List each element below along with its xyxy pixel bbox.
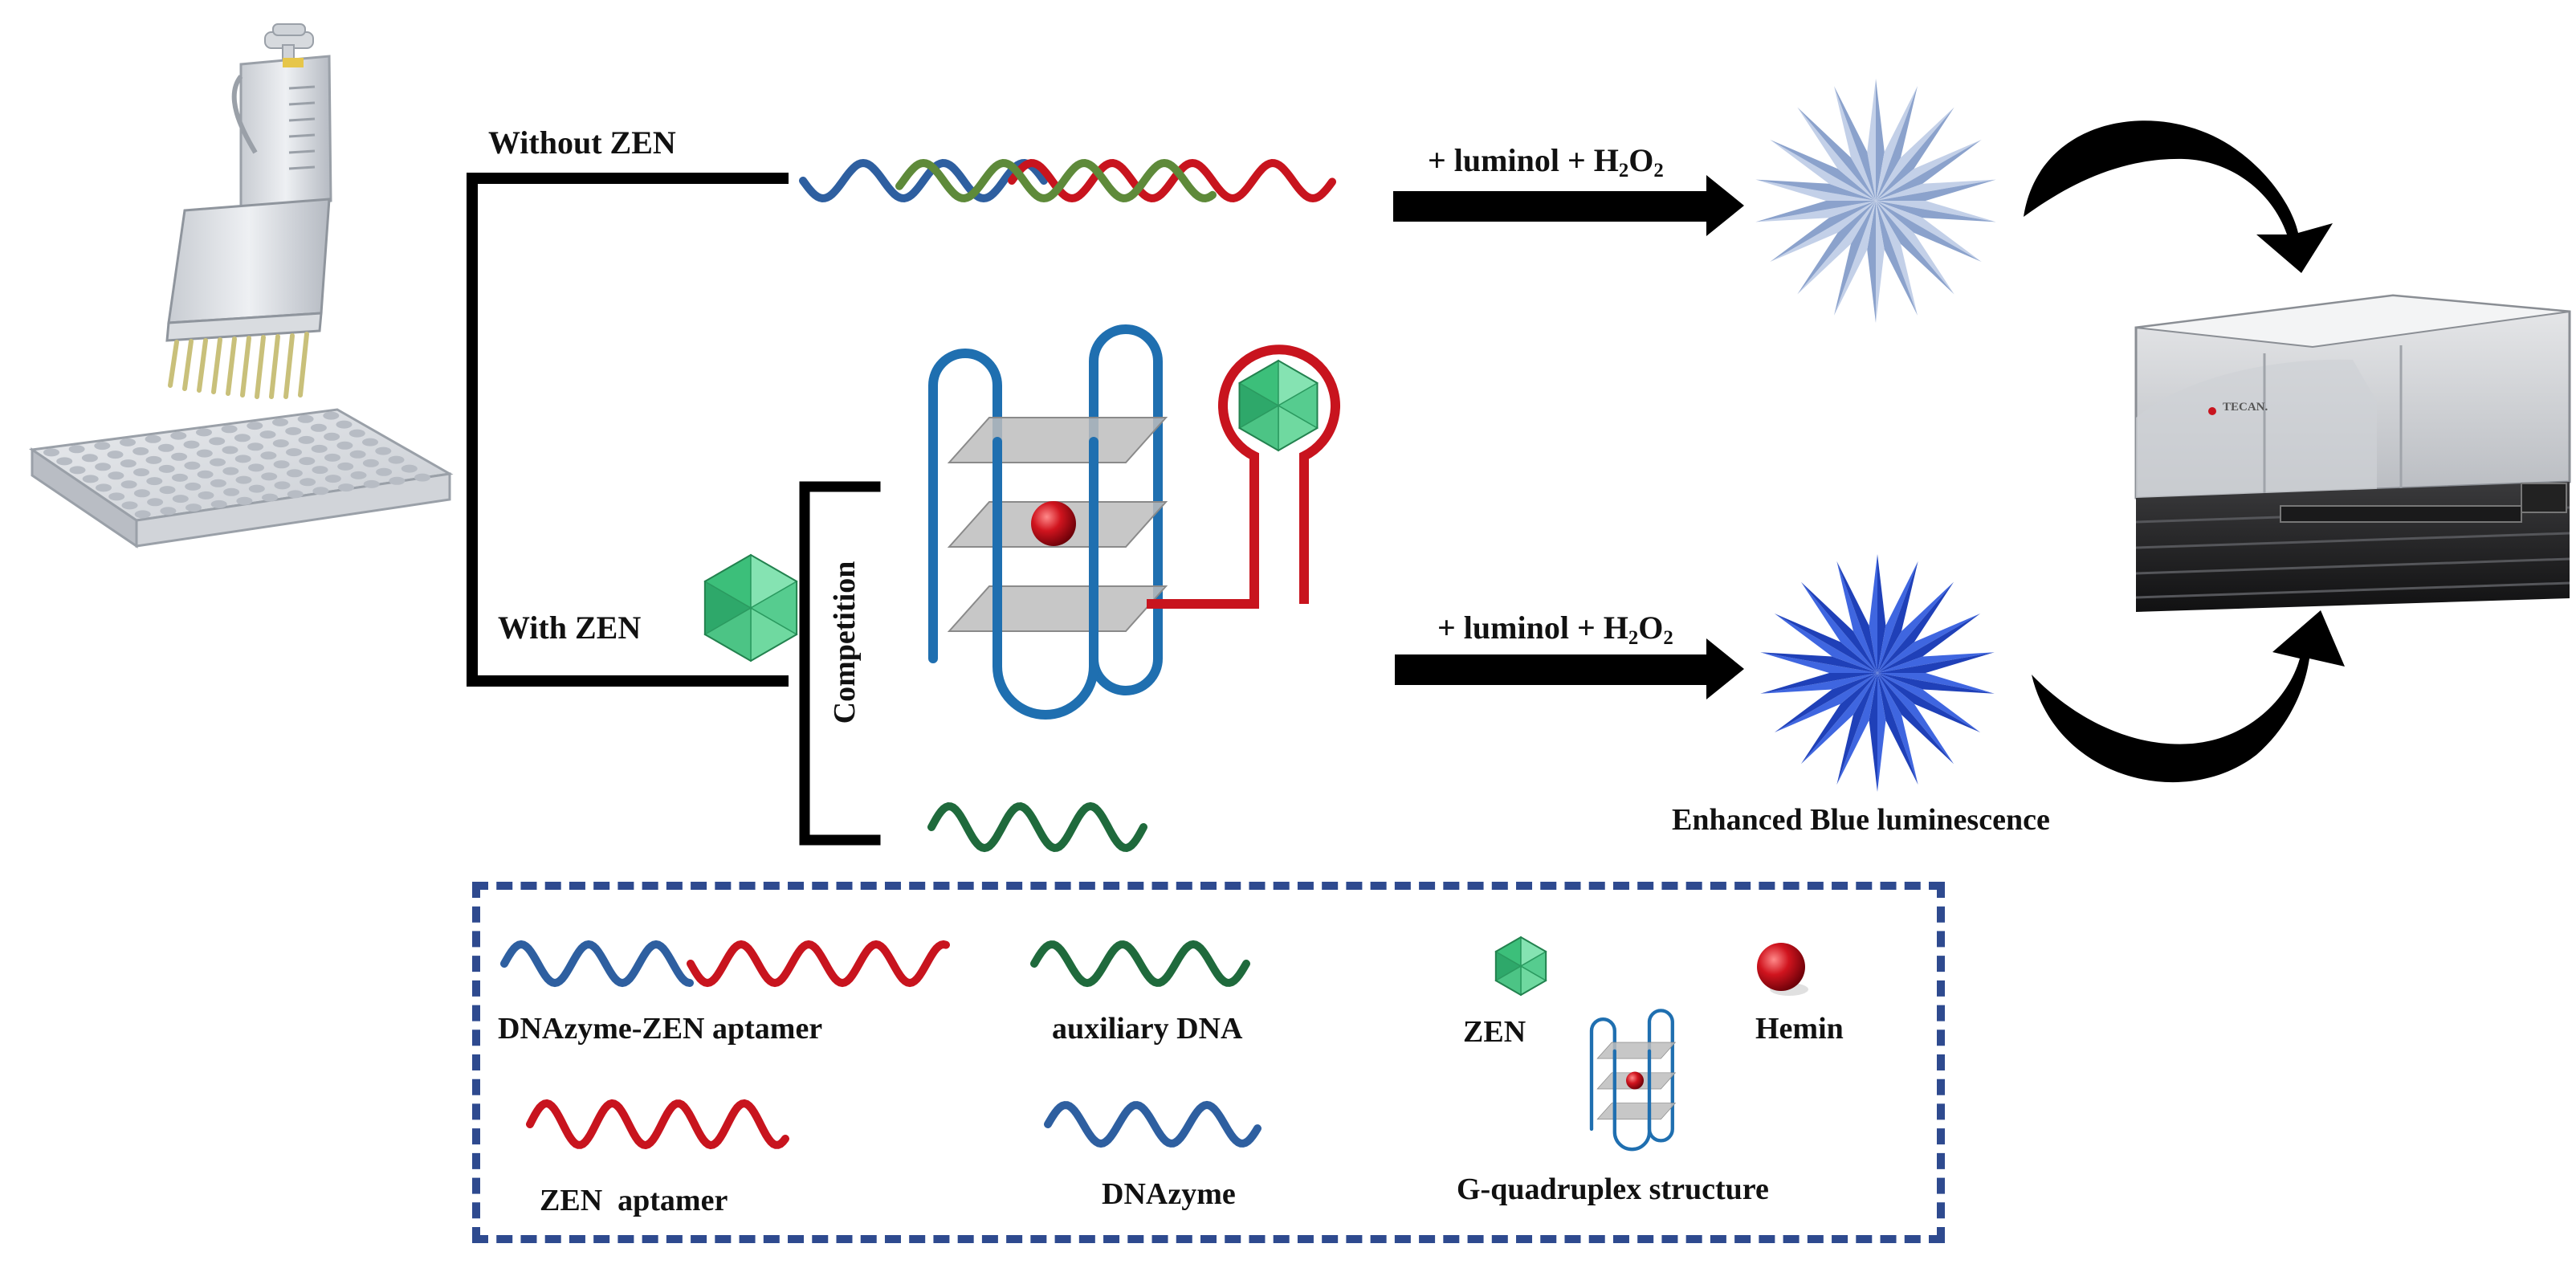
enhanced-luminescence-star-icon bbox=[1760, 554, 1995, 792]
curved-arrow-from-reader bbox=[2032, 610, 2345, 783]
curved-arrow-to-reader bbox=[2024, 120, 2333, 273]
legend-zen-icon bbox=[1494, 936, 1547, 997]
instrument-brand-label: TECAN. bbox=[2223, 401, 2268, 414]
legend-label-zen-aptamer: ZEN aptamer bbox=[540, 1184, 728, 1217]
legend-hemin-icon bbox=[1757, 943, 1808, 996]
legend-zen-aptamer-strand bbox=[526, 1099, 789, 1150]
legend-dnazyme-strand bbox=[1044, 1100, 1262, 1148]
reaction-arrow-bottom bbox=[1395, 638, 1744, 699]
legend-label-hemin: Hemin bbox=[1755, 1012, 1844, 1046]
legend-label-zen: ZEN bbox=[1463, 1015, 1526, 1049]
weak-luminescence-star-icon bbox=[1755, 79, 1996, 323]
without-zen-label: Without ZEN bbox=[488, 124, 676, 161]
with-zen-label: With ZEN bbox=[498, 610, 642, 646]
zen-molecule-icon bbox=[1238, 359, 1319, 452]
zen-aptamer-hairpin bbox=[1147, 345, 1340, 609]
legend-label-dnazyme: DNAzyme bbox=[1102, 1177, 1236, 1211]
enhanced-luminescence-label: Enhanced Blue luminescence bbox=[1672, 803, 2050, 837]
legend-label-g-quadruplex: G-quadruplex structure bbox=[1457, 1172, 1769, 1206]
legend-label-auxiliary-dna: auxiliary DNA bbox=[1052, 1012, 1243, 1046]
competition-label: Competition bbox=[828, 561, 862, 724]
reaction-arrow-top bbox=[1393, 175, 1744, 236]
auxiliary-dna-strand bbox=[927, 801, 1147, 853]
plate-reader-icon bbox=[2134, 294, 2571, 612]
top-reagents-label: + luminol + H2O2 bbox=[1428, 142, 1664, 181]
legend-g-quadruplex-icon bbox=[1589, 1009, 1677, 1152]
multichannel-pipette-icon bbox=[165, 23, 332, 399]
legend-auxiliary-dna-strand bbox=[1030, 940, 1250, 988]
g-quadruplex-structure bbox=[928, 324, 1168, 720]
microplate-icon bbox=[28, 408, 454, 548]
competition-bracket bbox=[799, 481, 881, 846]
zen-molecule-icon bbox=[703, 553, 798, 663]
legend-box bbox=[472, 882, 1945, 1243]
legend-label-aptamer-complex: DNAzyme-ZEN aptamer bbox=[498, 1012, 823, 1046]
branch-bracket bbox=[467, 173, 789, 687]
duplex-strands bbox=[799, 158, 1336, 203]
bottom-reagents-label: + luminol + H2O2 bbox=[1437, 610, 1673, 649]
legend-aptamer-complex-strand bbox=[500, 940, 950, 988]
